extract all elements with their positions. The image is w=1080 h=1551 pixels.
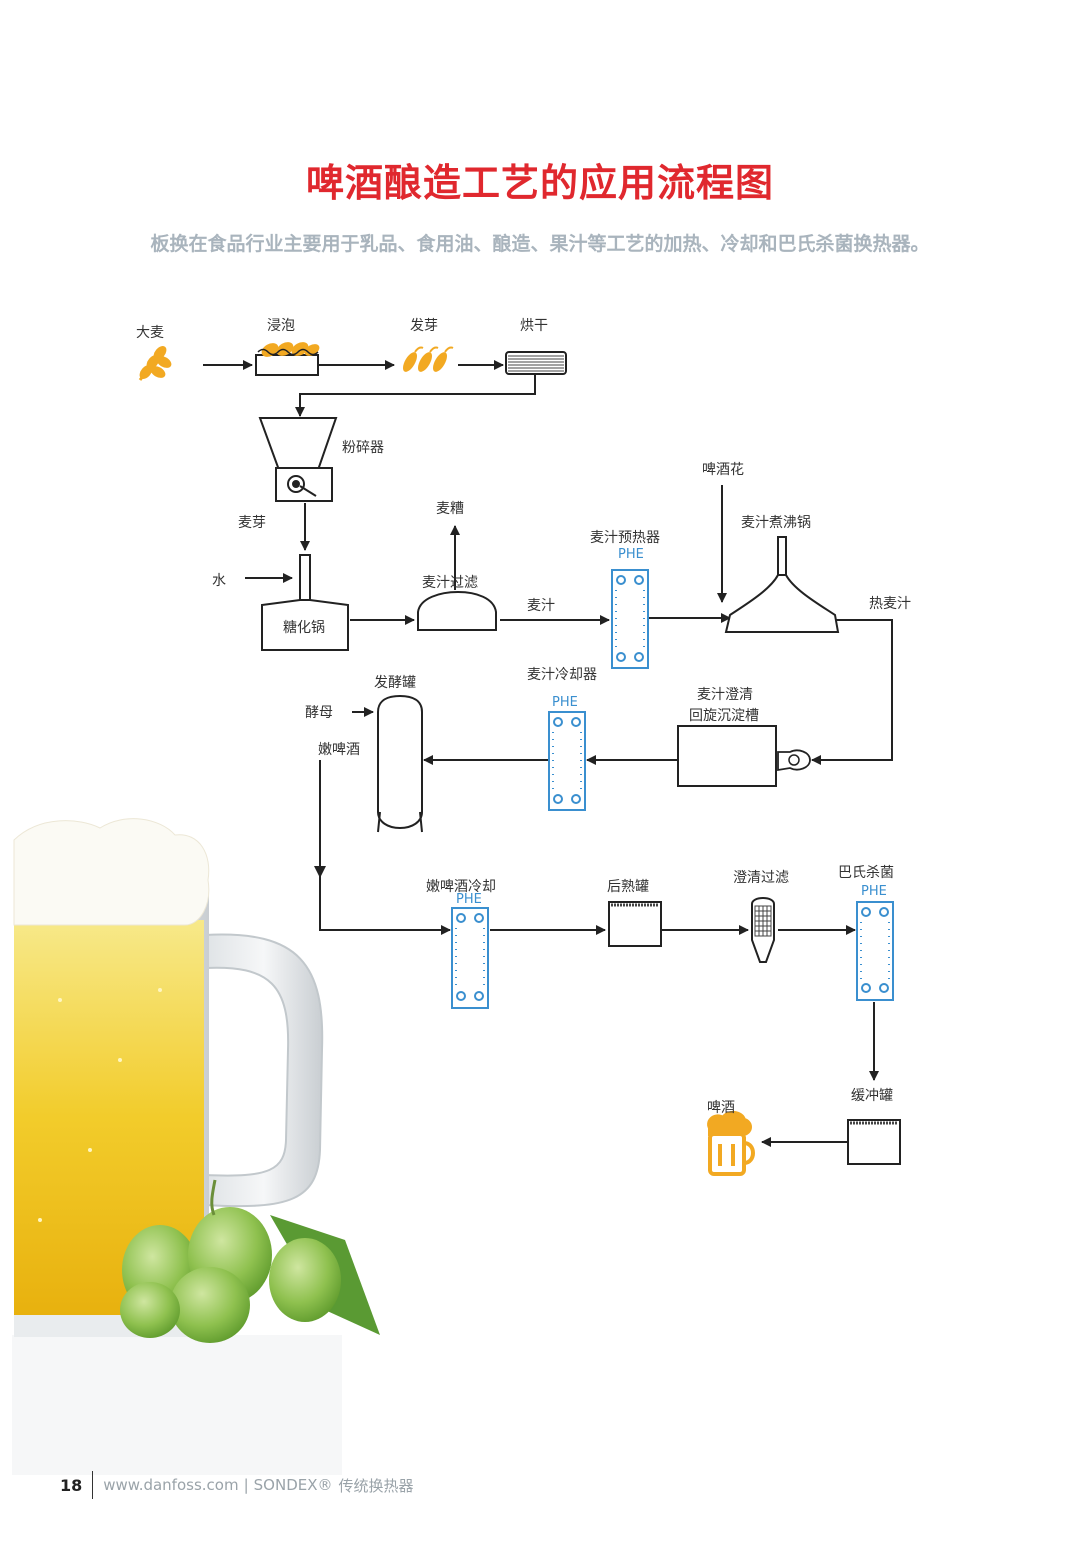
label-mash-tun: 糖化锅 (283, 620, 325, 636)
label-maturation-tank: 后熟罐 (607, 879, 649, 895)
label-steeping: 浸泡 (267, 318, 295, 334)
footer-separator: | (243, 1476, 249, 1494)
label-spent-grain: 麦糟 (436, 501, 464, 517)
label-young-beer-cooling: 嫩啤酒冷却 (426, 879, 496, 895)
germination-grain-icon (403, 346, 454, 372)
label-whirlpool-1: 麦汁澄清 (697, 687, 753, 703)
label-phe-1: PHE (618, 547, 644, 562)
whirlpool-tank-icon (677, 725, 811, 787)
label-hot-wort: 热麦汁 (869, 596, 911, 612)
footer-website-link[interactable]: www.danfoss.com (103, 1476, 239, 1494)
page-title: 啤酒酿造工艺的应用流程图 (305, 161, 774, 205)
barley-icon (138, 346, 172, 381)
label-phe-4: PHE (861, 884, 887, 899)
fermenter-tank-icon (377, 694, 423, 833)
label-phe-2: PHE (552, 695, 578, 710)
label-yeast: 酵母 (305, 705, 333, 721)
phe-wort-preheater (611, 569, 649, 669)
footer-brand: SONDEX® (253, 1476, 333, 1494)
hops-illustration (120, 1179, 380, 1343)
page-footer: 18 www.danfoss.com | SONDEX® 传统换热器 (60, 1470, 414, 1500)
diagram-labels: 大麦 浸泡 发芽 烘干 粉碎器 麦芽 水 糖化锅 麦糟 麦汁过滤 麦汁 麦汁预热… (136, 318, 911, 1116)
label-water: 水 (212, 573, 226, 589)
phe-pasteurization (856, 901, 894, 1001)
beer-mug-illustration (12, 818, 342, 1475)
buffer-tank-icon (847, 1119, 901, 1165)
beer-mug-icon (707, 1111, 755, 1176)
phe-young-beer-cooling (451, 907, 489, 1009)
wort-boiler-icon (724, 536, 840, 633)
label-pasteurization: 巴氏杀菌 (838, 865, 894, 881)
label-lauter: 麦汁过滤 (422, 575, 478, 591)
label-clarification-filter: 澄清过滤 (733, 870, 789, 886)
clarification-filter-icon (751, 897, 775, 963)
label-whirlpool-2: 回旋沉淀槽 (689, 708, 759, 724)
label-germination: 发芽 (410, 318, 438, 334)
page-subtitle: 板换在食品行业主要用于乳品、食用油、酿造、果汁等工艺的加热、冷却和巴氏杀菌换热器… (150, 233, 930, 255)
mash-tun-icon (261, 554, 349, 651)
label-phe-3: PHE (456, 892, 482, 907)
footer-product: 传统换热器 (338, 1476, 414, 1495)
label-wort-preheater: 麦汁预热器 (590, 530, 660, 546)
steeping-tank-icon (255, 342, 320, 376)
lauter-tun-icon (417, 590, 497, 631)
label-young-beer: 嫩啤酒 (318, 742, 360, 758)
label-hops: 啤酒花 (702, 462, 744, 478)
label-beer: 啤酒 (707, 1100, 735, 1116)
label-wort-boiler: 麦汁煮沸锅 (741, 515, 811, 531)
mill-icon (258, 417, 338, 502)
down-arrowhead (314, 866, 326, 878)
label-drying: 烘干 (520, 318, 548, 334)
label-wort-cooler: 麦汁冷却器 (527, 667, 597, 683)
dryer-icon (505, 351, 567, 375)
flow-lines (203, 360, 893, 1147)
label-fermenter: 发酵罐 (374, 675, 416, 691)
label-buffer-tank: 缓冲罐 (851, 1088, 893, 1104)
label-wort: 麦汁 (527, 598, 555, 614)
label-malt: 麦芽 (238, 515, 266, 531)
maturation-tank-icon (608, 901, 662, 947)
footer-divider (92, 1471, 94, 1499)
label-barley: 大麦 (136, 325, 164, 341)
label-mill: 粉碎器 (342, 440, 384, 456)
phe-wort-cooler (548, 711, 586, 811)
page-number: 18 (60, 1475, 83, 1495)
